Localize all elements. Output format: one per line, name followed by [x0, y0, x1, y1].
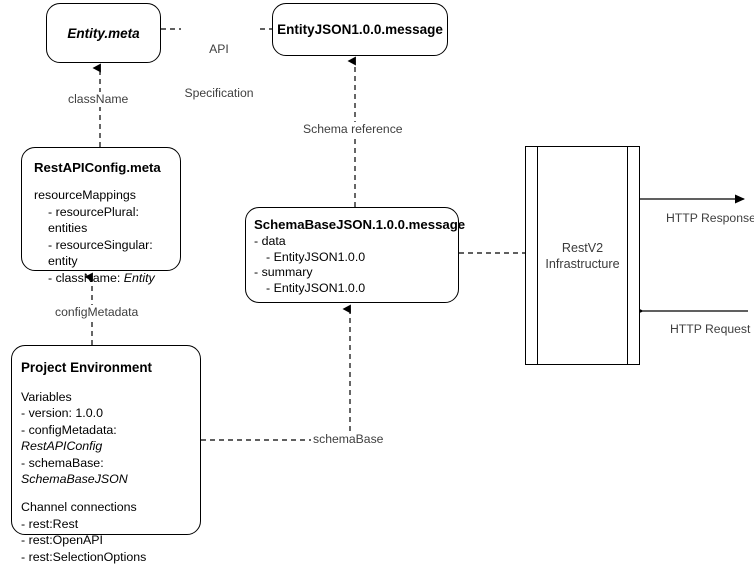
variable-row: - configMetadata: RestAPIConfig: [21, 422, 200, 455]
class-name-value: Entity: [123, 270, 155, 285]
edge-label-http-request: HTTP Request: [668, 322, 753, 337]
node-restv2-infrastructure[interactable]: RestV2 Infrastructure: [525, 146, 640, 365]
rest-api-config-item: - resourceSingular: entity: [48, 237, 153, 269]
variable-text: - version: 1.0.0: [21, 406, 103, 421]
edge-label-api-specification: API Specification: [181, 13, 257, 129]
variables-heading: Variables: [21, 390, 72, 404]
schema-base-title: SchemaBaseJSON.1.0.0.message: [254, 217, 466, 232]
node-entity-meta-label: Entity.meta: [67, 25, 140, 41]
edge-schema-base: [201, 304, 351, 441]
edge-label-config-metadata: configMetadata: [53, 305, 141, 320]
node-rest-api-config[interactable]: RestAPIConfig.meta resourceMappings - re…: [21, 147, 181, 285]
schema-base-line: - data: [254, 234, 286, 248]
project-environment-title: Project Environment: [21, 360, 152, 375]
channels-heading: Channel connections: [21, 500, 137, 515]
channel-item: - rest:OpenAPI: [21, 533, 103, 548]
api-specification-line1: API: [209, 42, 229, 56]
variable-value: SchemaBaseJSON: [21, 472, 128, 487]
variable-row: - schemaBase: SchemaBaseJSON: [21, 455, 200, 488]
diagram-canvas: Entity.meta EntityJSON1.0.0.message Rest…: [11, 3, 754, 564]
node-entity-json-message[interactable]: EntityJSON1.0.0.message: [272, 3, 448, 56]
edge-label-schema-reference: Schema reference: [301, 122, 405, 137]
schema-base-line: - summary: [254, 265, 313, 279]
variable-text: - schemaBase:: [21, 455, 104, 470]
schema-base-line: - EntityJSON1.0.0: [266, 249, 366, 264]
node-left-bar: [537, 147, 538, 364]
node-schema-base-json[interactable]: SchemaBaseJSON.1.0.0.message - data - En…: [245, 207, 466, 303]
rest-api-config-item: - resourcePlural: entities: [48, 204, 139, 236]
channel-item: - rest:SelectionOptions: [21, 549, 147, 564]
edge-label-http-response: HTTP Response: [664, 211, 754, 226]
restv2-line2: Infrastructure: [545, 256, 620, 271]
node-entity-json-message-label: EntityJSON1.0.0.message: [277, 22, 443, 37]
edge-label-schema-base: schemaBase: [311, 432, 386, 447]
variable-value: RestAPIConfig: [21, 439, 103, 454]
edge-label-class-name: className: [66, 92, 131, 107]
spacer: [21, 487, 200, 499]
rest-api-config-title: RestAPIConfig.meta: [34, 160, 161, 175]
variable-row: - version: 1.0.0: [21, 405, 200, 421]
schema-base-line: - EntityJSON1.0.0: [266, 280, 366, 295]
rest-api-config-class-name: - className: Entity: [34, 270, 180, 287]
variable-text: - configMetadata:: [21, 422, 117, 437]
channel-item: - rest:Rest: [21, 516, 79, 531]
restv2-label: RestV2 Infrastructure: [526, 147, 639, 364]
api-specification-line2: Specification: [184, 85, 254, 100]
class-name-prefix: - className:: [48, 270, 124, 285]
node-right-bar: [627, 147, 628, 364]
rest-api-config-section: resourceMappings: [34, 188, 136, 202]
restv2-line1: RestV2: [561, 240, 604, 255]
node-project-environment[interactable]: Project Environment Variables - version:…: [11, 345, 201, 564]
node-entity-meta[interactable]: Entity.meta: [46, 3, 161, 63]
